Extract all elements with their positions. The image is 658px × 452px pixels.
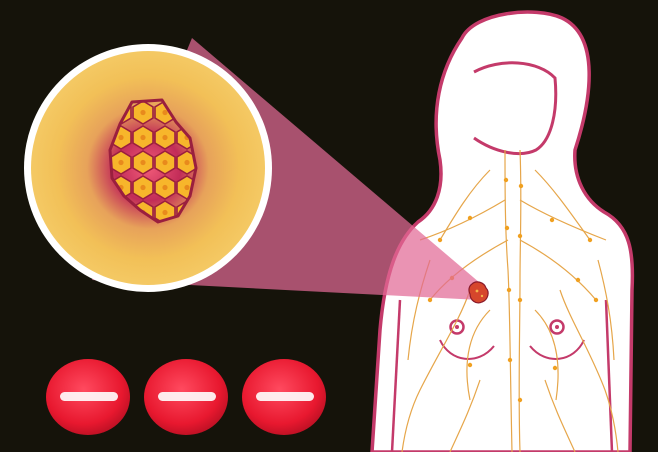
negative-sign-icon (46, 359, 326, 435)
